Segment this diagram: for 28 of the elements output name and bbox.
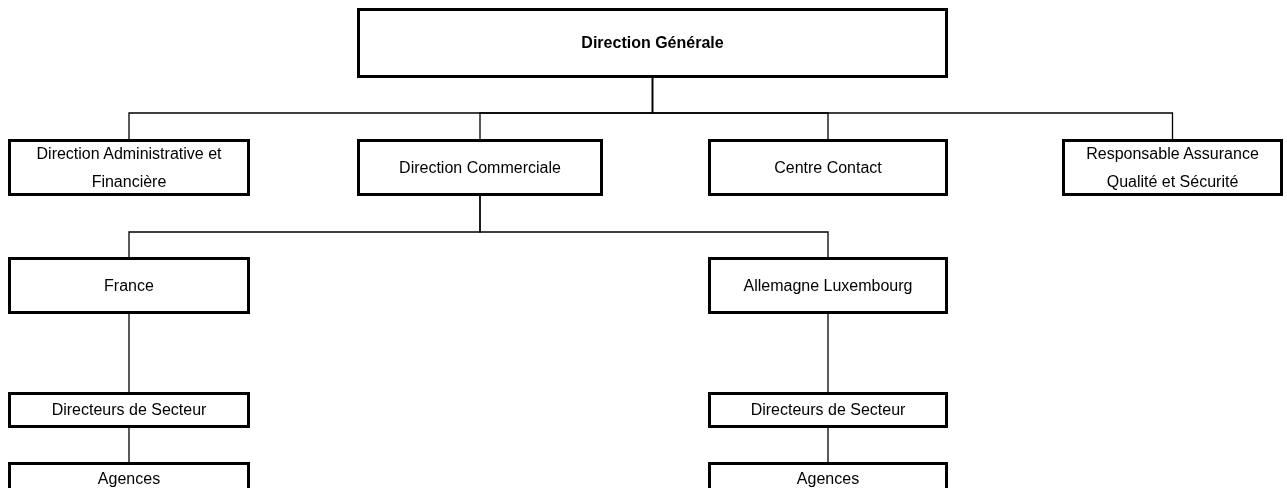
box-label: Direction Administrative et Financière bbox=[35, 143, 223, 192]
org-box bbox=[8, 139, 250, 196]
connector-line bbox=[827, 313, 829, 393]
connector-line bbox=[651, 77, 1174, 140]
box-label: Centre Contact bbox=[774, 157, 882, 178]
box-label: Agences bbox=[97, 469, 161, 488]
connector-line bbox=[479, 195, 829, 258]
org-box bbox=[357, 139, 603, 196]
org-box bbox=[708, 392, 948, 428]
org-box bbox=[708, 257, 948, 314]
connector-line bbox=[128, 313, 130, 393]
box-label: Directeurs de Secteur bbox=[51, 400, 207, 420]
org-box bbox=[8, 462, 250, 488]
org-box bbox=[708, 462, 948, 488]
org-box bbox=[8, 257, 250, 314]
connector-line bbox=[128, 427, 130, 463]
box-label: Direction Générale bbox=[581, 33, 724, 53]
org-box bbox=[1062, 139, 1283, 196]
org-box bbox=[357, 8, 948, 78]
connector-line bbox=[827, 427, 829, 463]
box-label: Directeurs de Secteur bbox=[750, 400, 906, 420]
box-label: France bbox=[104, 275, 154, 296]
box-label: Allemagne Luxembourg bbox=[743, 275, 913, 296]
org-box bbox=[708, 139, 948, 196]
org-box bbox=[8, 392, 250, 428]
box-label: Agences bbox=[796, 469, 860, 488]
box-label: Direction Commerciale bbox=[399, 157, 561, 178]
box-label: Responsable Assurance Qualité et Sécurité bbox=[1085, 143, 1260, 192]
